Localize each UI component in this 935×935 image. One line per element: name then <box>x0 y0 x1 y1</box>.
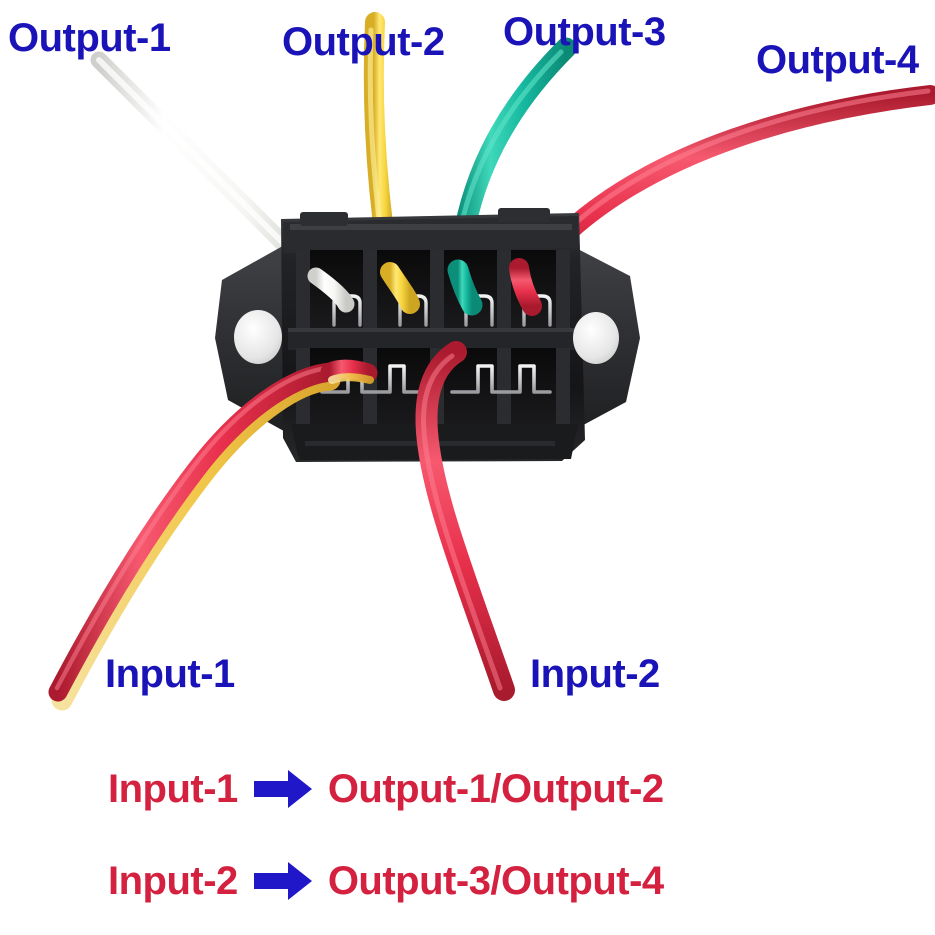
legend-row-2-input: Input-2 <box>108 859 238 903</box>
input-1-wire-highlight <box>54 365 333 691</box>
output-2-wire-tip <box>380 262 420 314</box>
output-4-wire-tip <box>509 258 542 316</box>
input-1-wire <box>48 362 342 702</box>
output-3-wire-tip <box>447 259 483 316</box>
input-1-wire-bend <box>320 359 378 383</box>
connector-top-notch-right <box>498 208 550 222</box>
label-output-4: Output-4 <box>756 38 919 82</box>
legend-row-2-outputs: Output-3/Output-4 <box>327 859 664 903</box>
upper-bay-dividers <box>296 250 570 330</box>
label-output-3: Output-3 <box>503 10 666 54</box>
label-output-2: Output-2 <box>282 20 445 64</box>
right-mount-hole <box>573 312 619 364</box>
mid-divider-highlight <box>288 328 578 332</box>
output-1-wire-tip <box>307 267 355 313</box>
label-input-2: Input-2 <box>530 652 660 696</box>
legend-row-1-outputs: Output-1/Output-2 <box>327 767 664 811</box>
bridge-clip-right <box>450 364 552 394</box>
label-input-1: Input-1 <box>105 652 235 696</box>
right-arrow-icon <box>252 860 314 902</box>
legend-row-2: Input-2 Output-3/Output-4 <box>108 860 664 902</box>
connector-top-notch-left <box>300 212 348 226</box>
connector-top-highlight <box>290 224 572 230</box>
legend-row-1-input: Input-1 <box>108 767 238 811</box>
wire-tips-and-inputs <box>48 258 542 711</box>
molded-marking: ∧ <box>242 269 254 286</box>
input-2-wire-highlight <box>421 353 503 691</box>
right-arrow-icon <box>252 768 314 810</box>
label-output-1: Output-1 <box>8 16 171 60</box>
left-mount-hole <box>234 310 282 364</box>
input-1-wire-bend-stripe <box>328 373 374 384</box>
mid-divider-rail <box>288 328 578 350</box>
legend-row-1: Input-1 Output-1/Output-2 <box>108 768 664 810</box>
